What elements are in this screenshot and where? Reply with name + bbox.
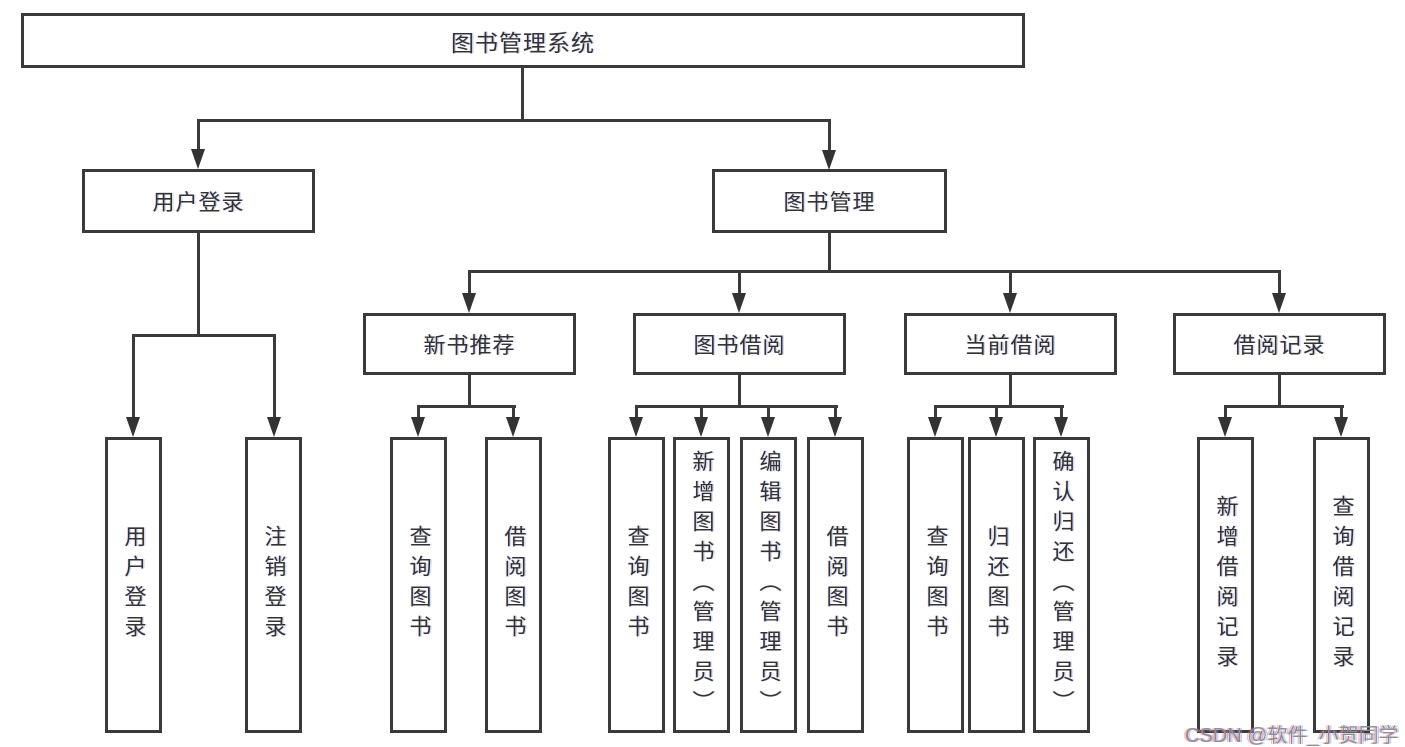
connector-line	[468, 270, 1281, 273]
connector-line	[468, 374, 471, 407]
node-user-login: 用户登录	[82, 169, 315, 233]
connector-line	[521, 66, 524, 122]
leaf-label: 归还图书	[984, 525, 1010, 645]
arrow-down-icon	[1218, 406, 1232, 437]
arrow-down-icon	[506, 406, 520, 437]
connector-line	[1224, 405, 1344, 408]
leaf-query-books-current: 查询图书	[907, 437, 964, 733]
arrow-down-icon	[989, 406, 1003, 437]
leaf-query-books-borrowing: 查询图书	[608, 437, 665, 733]
connector-line	[132, 334, 276, 337]
connector-line	[1278, 374, 1281, 407]
arrow-down-icon	[694, 406, 708, 437]
node-book-management: 图书管理	[712, 169, 947, 233]
arrow-down-icon	[732, 271, 746, 313]
leaf-label: 查询图书	[624, 525, 650, 645]
leaf-label: 用户登录	[121, 525, 147, 645]
connector-line	[828, 233, 831, 273]
leaf-label: 借阅图书	[823, 525, 849, 645]
leaf-add-borrow-record: 新增借阅记录	[1197, 437, 1254, 733]
leaf-borrow-books-borrowing: 借阅图书	[807, 437, 864, 733]
arrow-down-icon	[1334, 406, 1348, 437]
arrow-down-icon	[267, 335, 281, 437]
leaf-query-books-recommend: 查询图书	[390, 437, 447, 733]
arrow-down-icon	[411, 406, 425, 437]
arrow-down-icon	[126, 335, 140, 437]
leaf-label: 查询借阅记录	[1329, 495, 1355, 675]
connector-line	[417, 405, 516, 408]
leaf-add-books-admin: 新增图书（管理员）	[673, 437, 730, 733]
leaf-logout-login: 注销登录	[245, 437, 302, 733]
leaf-label: 查询图书	[923, 525, 949, 645]
arrow-down-icon	[822, 120, 836, 170]
connector-line	[635, 405, 838, 408]
arrow-down-icon	[1003, 271, 1017, 313]
connector-line	[934, 405, 1064, 408]
leaf-label: 查询图书	[406, 525, 432, 645]
leaf-borrow-books-recommend: 借阅图书	[485, 437, 542, 733]
connector-line	[738, 374, 741, 407]
connector-line	[197, 232, 200, 337]
node-book-borrowing: 图书借阅	[633, 313, 846, 375]
leaf-label: 确认归还（管理员）	[1049, 450, 1075, 720]
connector-line	[1009, 374, 1012, 407]
leaf-user-login: 用户登录	[105, 437, 162, 733]
leaf-edit-books-admin: 编辑图书（管理员）	[740, 437, 797, 733]
leaf-label: 注销登录	[261, 525, 287, 645]
leaf-confirm-return-admin: 确认归还（管理员）	[1033, 437, 1090, 733]
leaf-return-books: 归还图书	[968, 437, 1025, 733]
arrow-down-icon	[1272, 271, 1286, 313]
arrow-down-icon	[191, 120, 205, 169]
arrow-down-icon	[462, 271, 476, 313]
watermark: CSDN @软件_小贺同学	[1185, 725, 1399, 747]
node-library-system: 图书管理系统	[21, 13, 1025, 68]
arrow-down-icon	[928, 406, 942, 437]
arrow-down-icon	[761, 406, 775, 437]
leaf-label: 编辑图书（管理员）	[756, 450, 782, 720]
leaf-label: 新增借阅记录	[1213, 495, 1239, 675]
connector-line	[197, 119, 831, 122]
arrow-down-icon	[1054, 406, 1068, 437]
node-new-book-recommend: 新书推荐	[363, 313, 576, 375]
leaf-label: 借阅图书	[501, 525, 527, 645]
node-borrowing-records: 借阅记录	[1173, 313, 1386, 375]
arrow-down-icon	[629, 406, 643, 437]
leaf-query-borrow-record: 查询借阅记录	[1313, 437, 1370, 733]
leaf-label: 新增图书（管理员）	[689, 450, 715, 720]
node-current-borrowing: 当前借阅	[904, 313, 1117, 375]
arrow-down-icon	[828, 406, 842, 437]
